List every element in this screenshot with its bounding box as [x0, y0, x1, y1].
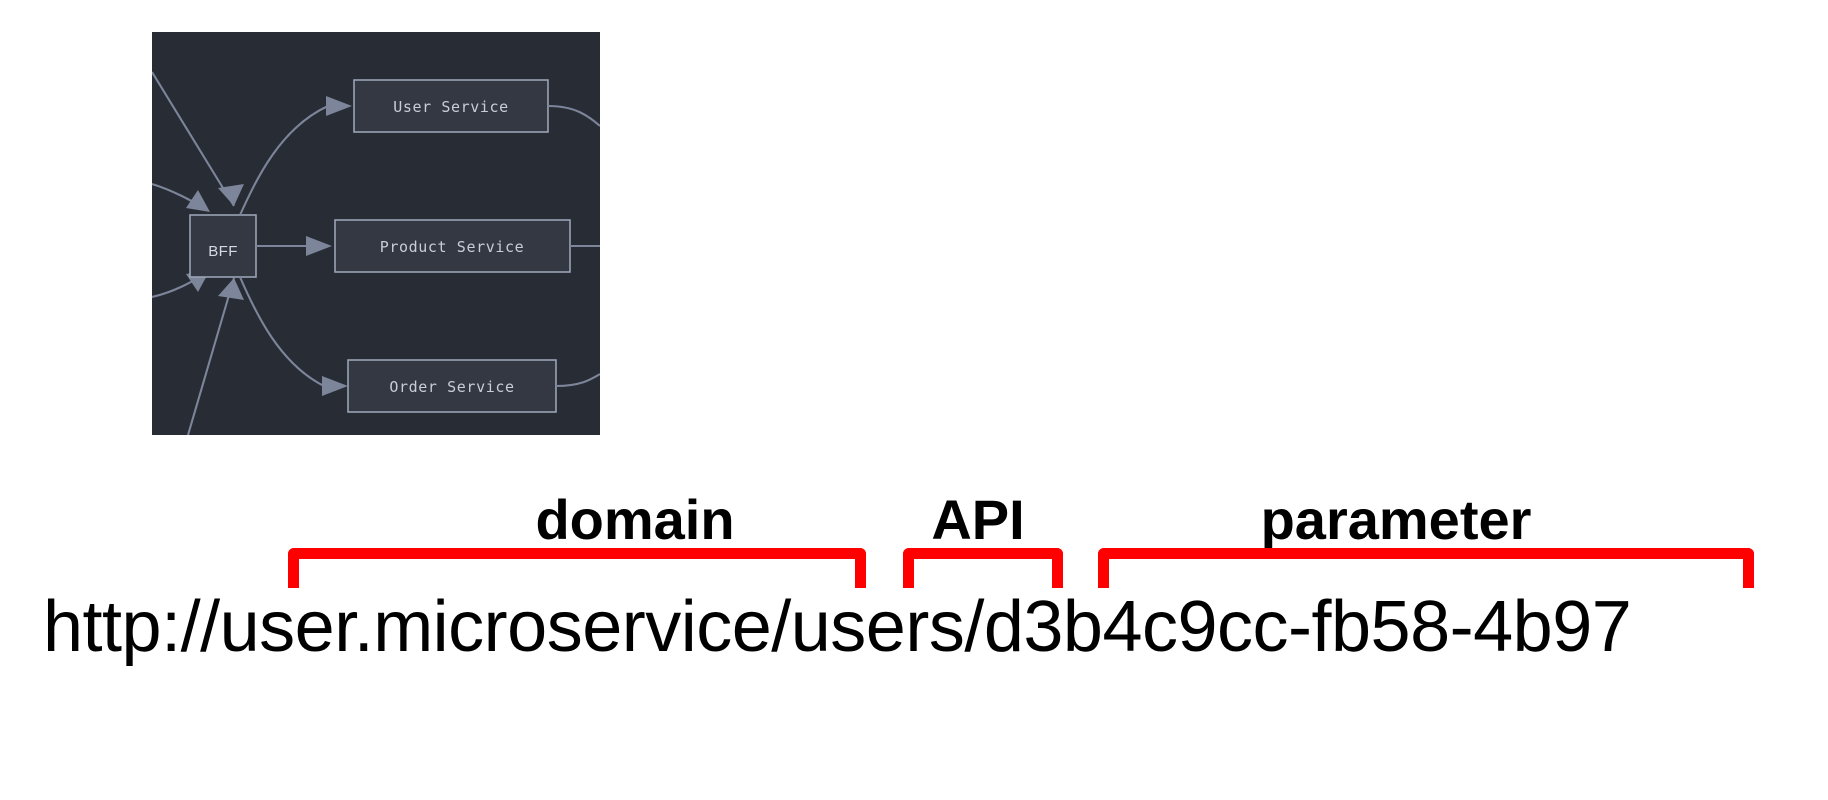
brace-parameter [1098, 548, 1754, 588]
edge-order-service-out [555, 373, 600, 388]
diagram-canvas: BFF User Service Product Service Order S… [152, 71, 600, 435]
bff-box [189, 214, 257, 278]
microservices-diagram-panel: BFF User Service Product Service Order S… [152, 32, 600, 435]
segment-label-parameter: parameter [1260, 488, 1532, 551]
arrowhead-order-service [322, 376, 348, 396]
node-bff[interactable]: BFF [189, 214, 257, 278]
outgoing-edges [547, 104, 600, 388]
arrowhead-in-1 [218, 184, 244, 206]
brace-domain [288, 548, 866, 588]
bff-label: BFF [208, 243, 238, 260]
brace-domain-left-stub [288, 548, 299, 588]
brace-api [903, 548, 1063, 588]
edge-bff-to-user-service [239, 105, 329, 216]
user-service-label: User Service [393, 98, 509, 116]
url-string: http://user.microservice/users/d3b4c9cc-… [43, 587, 1632, 667]
brace-api-right-stub [1052, 548, 1063, 588]
arrowhead-user-service [326, 96, 352, 116]
arrowhead-in-2 [186, 190, 210, 212]
arrowhead-product-service [306, 236, 332, 256]
segment-label-domain: domain [535, 488, 735, 551]
edge-client-to-bff-4 [186, 277, 236, 435]
brace-domain-right-stub [855, 548, 866, 588]
edge-bff-to-order-service [239, 276, 325, 387]
brace-domain-bar [288, 548, 866, 559]
node-user-service[interactable]: User Service [353, 79, 549, 133]
brace-parameter-bar [1098, 548, 1754, 559]
product-service-label: Product Service [380, 238, 524, 256]
arrowhead-in-4 [218, 278, 244, 300]
brace-api-left-stub [903, 548, 914, 588]
brace-api-bar [903, 548, 1063, 559]
order-service-label: Order Service [389, 378, 514, 396]
product-service-box [334, 219, 571, 273]
url-breakdown: domain API parameter http://user.microse… [0, 470, 1828, 800]
segment-label-api: API [931, 488, 1025, 551]
brace-parameter-left-stub [1098, 548, 1109, 588]
node-order-service[interactable]: Order Service [347, 359, 557, 413]
edge-user-service-out [547, 104, 600, 127]
bff-to-service-edges [239, 96, 352, 396]
edge-client-to-bff-1 [152, 71, 235, 207]
brace-parameter-right-stub [1743, 548, 1754, 588]
node-product-service[interactable]: Product Service [334, 219, 571, 273]
